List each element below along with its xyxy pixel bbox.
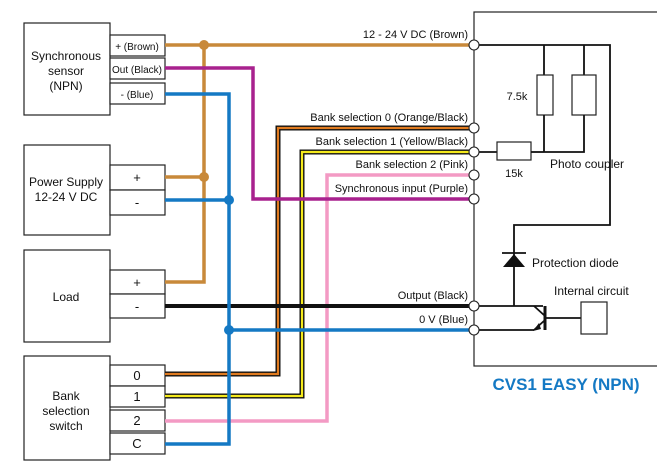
wire-purple-sync: [165, 66, 474, 201]
junction-brown-power: [199, 172, 209, 182]
wire-pink-bank2: [165, 173, 474, 423]
label-internal-circuit: Internal circuit: [554, 284, 629, 298]
label-photo-coupler: Photo coupler: [550, 157, 624, 171]
label-protection-diode: Protection diode: [532, 256, 619, 270]
bank-terminal-c-label: C: [132, 436, 141, 451]
protection-diode-icon: [503, 254, 525, 267]
bank-switch-name-2: selection: [42, 404, 89, 418]
wire-yellow-bank1: [165, 150, 474, 398]
load-name: Load: [53, 290, 80, 304]
power-supply-name-1: Power Supply: [29, 175, 103, 189]
wire-orange-bank0: [165, 126, 474, 376]
sensor-terminal-plus-label: + (Brown): [115, 42, 159, 53]
terminal-sync-input: [468, 193, 480, 205]
sensor-name-1: Synchronous: [31, 49, 101, 63]
resistor-15k: [496, 141, 532, 161]
sensor-terminal-minus-label: - (Blue): [121, 90, 154, 101]
bank-terminal-1-label: 1: [133, 389, 140, 404]
terminal-bank0: [468, 122, 480, 134]
internal-circuit-box: [580, 301, 608, 335]
cvs1-device-box: [473, 11, 657, 367]
label-15k: 15k: [505, 168, 523, 180]
terminal-bank2: [468, 169, 480, 181]
bank-terminal-0-label: 0: [133, 368, 140, 383]
bank-selection-switch-block: Bank selection switch 0 1 2 C: [23, 355, 166, 461]
load-terminal-minus: [109, 293, 166, 319]
wire-blue-vertical: [165, 92, 231, 446]
power-terminal-minus: [109, 189, 166, 216]
synchronous-sensor-block: Synchronous sensor (NPN) + (Brown) Out (…: [23, 22, 166, 116]
load-block: Load + -: [23, 249, 166, 343]
photo-coupler-box: [571, 74, 597, 116]
label-output: Output (Black): [398, 290, 468, 302]
resistor-7k5: [536, 74, 554, 116]
device-terminals: [468, 39, 480, 336]
bank-switch-box: [23, 355, 111, 461]
label-sync-input: Synchronous input (Purple): [335, 183, 468, 195]
label-12-24v: 12 - 24 V DC (Brown): [363, 29, 468, 41]
terminal-12-24v: [468, 39, 480, 51]
sensor-box: [23, 22, 111, 116]
power-supply-block: Power Supply 12-24 V DC + -: [23, 144, 166, 236]
label-7k5: 7.5k: [507, 91, 528, 103]
load-box: [23, 249, 111, 343]
power-terminal-minus-label: -: [135, 195, 139, 210]
terminal-output: [468, 300, 480, 312]
terminal-0v: [468, 324, 480, 336]
sensor-name-3: (NPN): [49, 79, 82, 93]
wire-brown-vertical: [165, 45, 206, 284]
bank-switch-name-3: switch: [49, 419, 82, 433]
terminal-bank1: [468, 146, 480, 158]
junction-blue-power: [224, 195, 234, 205]
bank-terminal-2-label: 2: [133, 413, 140, 428]
load-terminal-plus-label: +: [133, 275, 141, 290]
junction-blue-0v: [224, 325, 234, 335]
sensor-terminal-out-label: Out (Black): [112, 65, 162, 76]
power-supply-box: [23, 144, 111, 236]
device-internal-circuit: 7.5k 15k Photo coupler Protection diode …: [474, 44, 629, 335]
sensor-name-2: sensor: [48, 64, 84, 78]
junction-brown-top: [199, 40, 209, 50]
load-terminal-minus-label: -: [135, 299, 139, 314]
bank-switch-name-1: Bank: [52, 389, 80, 403]
device-title: CVS1 EASY (NPN): [492, 375, 639, 394]
label-bank2: Bank selection 2 (Pink): [356, 159, 469, 171]
power-terminal-plus-label: +: [133, 170, 141, 185]
power-supply-name-2: 12-24 V DC: [35, 190, 98, 204]
internal-top-rail: [474, 44, 611, 306]
label-bank0: Bank selection 0 (Orange/Black): [310, 112, 468, 124]
label-bank1: Bank selection 1 (Yellow/Black): [316, 136, 468, 148]
label-0v: 0 V (Blue): [419, 314, 468, 326]
